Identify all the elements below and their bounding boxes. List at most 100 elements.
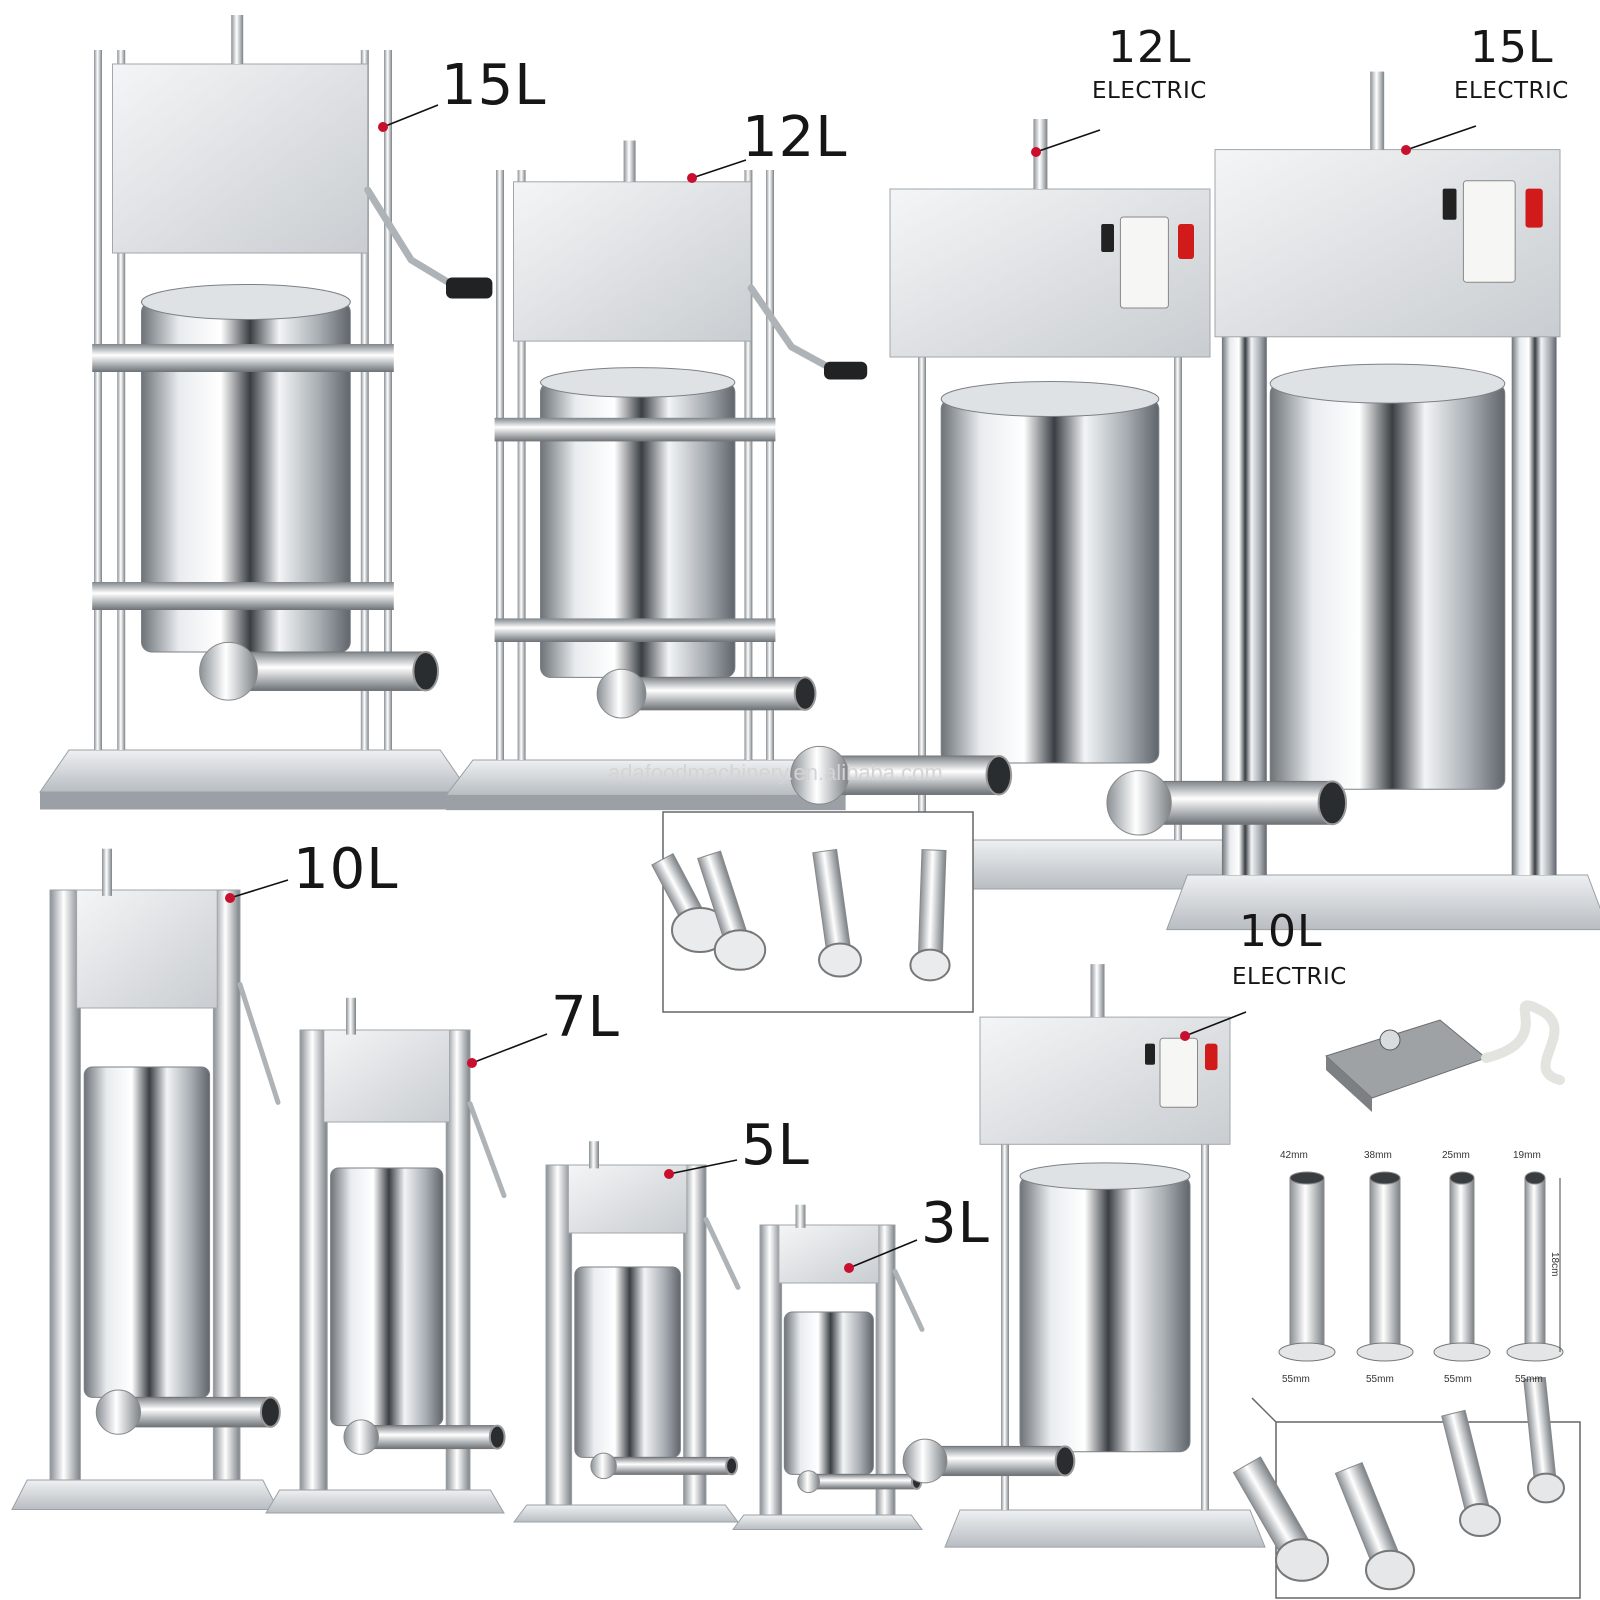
crank-handle — [467, 1101, 507, 1199]
nozzle-1 — [1289, 1177, 1325, 1349]
nozzle-nut — [596, 668, 647, 719]
side-panel — [683, 1164, 707, 1506]
leader-marker — [378, 122, 388, 132]
cylinder — [783, 1311, 874, 1475]
nozzle-nut — [95, 1389, 142, 1435]
frame-rod — [918, 336, 926, 840]
leader-marker — [467, 1058, 477, 1068]
leader-lines — [225, 104, 1477, 1273]
nozzle-flange — [909, 948, 951, 982]
cylinder — [83, 1066, 211, 1398]
crank-handle — [364, 186, 462, 292]
label-12l-electric: 12L — [1108, 22, 1192, 73]
power-switch — [1178, 224, 1194, 259]
nozzle-flange — [1459, 1503, 1501, 1537]
base-edge — [446, 795, 846, 811]
side-panel — [299, 1029, 328, 1491]
cylinder-rim — [1269, 363, 1506, 404]
nozzle-dim-top-3: 25mm — [1442, 1150, 1470, 1161]
frame-rod — [496, 170, 504, 760]
nozzle-nut — [1106, 770, 1172, 836]
nozzle-opening — [488, 1424, 506, 1450]
nozzle-dim-length: 18cm — [1549, 1252, 1560, 1277]
nozzle-opening — [1524, 1171, 1546, 1185]
gear-box — [513, 181, 752, 342]
power-switch — [1525, 188, 1543, 228]
machine-group — [11, 15, 1600, 1548]
frame-rod — [360, 50, 369, 750]
base-plate — [1165, 874, 1600, 931]
label-5l: 5L — [741, 1113, 810, 1178]
leader-marker — [225, 893, 235, 903]
base-plate — [732, 1514, 923, 1530]
nozzle-flange — [1506, 1342, 1564, 1362]
leader-marker — [1401, 145, 1411, 155]
nozzle-nut — [343, 1419, 379, 1455]
direction-switch — [1442, 188, 1457, 220]
leader-line — [471, 1033, 548, 1064]
base-plate — [39, 749, 471, 793]
nozzle-tube — [603, 1456, 733, 1475]
label-10l: 10L — [293, 837, 399, 902]
cylinder — [574, 1266, 681, 1458]
crank-grip — [446, 277, 493, 299]
cylinder-rim — [940, 381, 1160, 417]
nozzle-opening — [985, 755, 1013, 796]
stuffer-5l — [512, 1141, 741, 1523]
leader-line — [848, 1239, 918, 1269]
control-panel — [1159, 1037, 1198, 1108]
nozzle-flange — [1278, 1342, 1336, 1362]
pedal-cable — [1481, 1000, 1565, 1085]
nozzle-dim-top-1: 42mm — [1280, 1150, 1308, 1161]
nozzle-opening — [1054, 1445, 1076, 1477]
nozzle-opening — [259, 1396, 281, 1428]
cylinder — [330, 1167, 444, 1427]
nozzle-tube — [117, 1396, 271, 1428]
label-15l-electric: 15L — [1470, 22, 1554, 73]
clamp-band — [92, 344, 394, 372]
nozzle-flange — [818, 942, 862, 978]
piston-rod — [589, 1141, 599, 1169]
nozzle-dim-bottom-2: 55mm — [1366, 1374, 1394, 1385]
nozzle-tube — [360, 1425, 498, 1450]
clamp-band — [494, 417, 776, 442]
base-plate — [944, 1509, 1266, 1548]
side-panel — [212, 889, 241, 1481]
piston-rod — [231, 15, 244, 64]
direction-switch — [1145, 1043, 1155, 1065]
nozzle-opening — [1369, 1171, 1401, 1185]
frame-rod — [744, 170, 753, 760]
label-10l-electric: 10L — [1239, 906, 1323, 957]
nozzle-nut — [590, 1452, 617, 1480]
frame-rod — [766, 170, 774, 760]
inset-pointer — [1251, 1397, 1277, 1423]
frame-rod — [1201, 1128, 1209, 1510]
crank-grip — [824, 361, 868, 380]
base-plate — [11, 1479, 279, 1510]
nozzle-opening — [725, 1456, 739, 1476]
side-panel — [875, 1224, 896, 1516]
nozzle-dim-top-4: 19mm — [1513, 1150, 1541, 1161]
nozzle-2 — [1369, 1177, 1401, 1349]
leader-line — [382, 104, 439, 128]
crank-handle — [237, 981, 281, 1105]
nozzle-nut — [790, 745, 849, 805]
base-edge — [40, 792, 470, 810]
label-15l-electric-sub: ELECTRIC — [1454, 78, 1569, 104]
stuffer-12l — [444, 140, 868, 811]
leader-line — [691, 159, 747, 179]
label-12l: 12L — [742, 105, 848, 170]
label-7l: 7L — [551, 985, 620, 1050]
pedal-connector — [1379, 1029, 1401, 1051]
stuffer-15l-electric — [1106, 71, 1600, 931]
piston-rod — [1090, 964, 1105, 1018]
gear-box — [323, 1029, 451, 1123]
nozzle-nut — [797, 1470, 820, 1494]
watermark: adafoodmachinery.en.alibaba.com — [608, 760, 943, 785]
nozzle-3 — [1449, 1177, 1475, 1349]
nozzle-tube — [917, 849, 947, 966]
leader-marker — [844, 1263, 854, 1273]
leader-line — [1035, 129, 1101, 153]
nozzle-nut — [902, 1438, 948, 1484]
